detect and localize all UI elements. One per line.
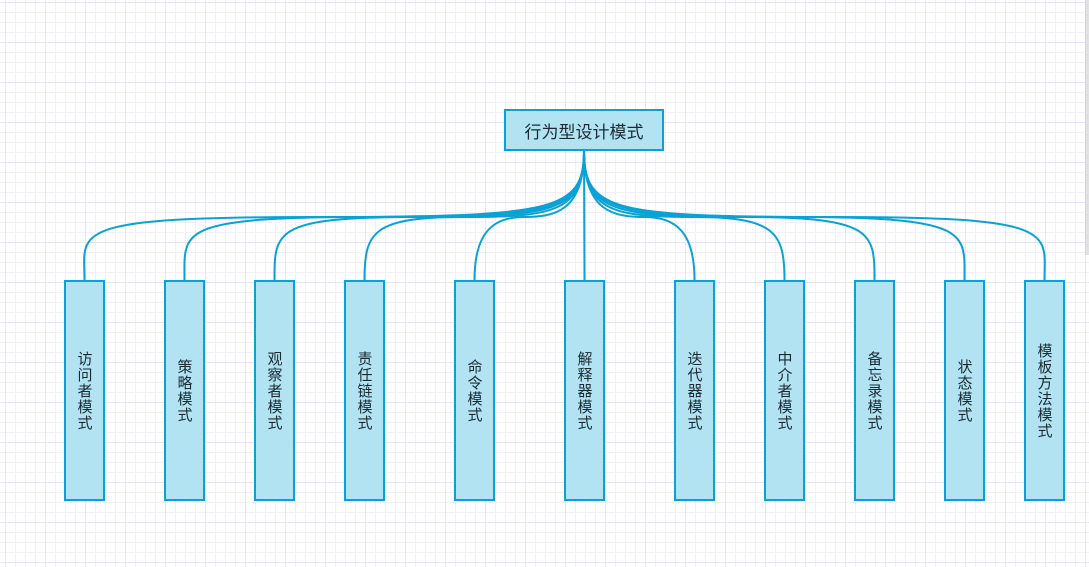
child-node-observer[interactable]: 观察者模式 (254, 280, 295, 501)
child-node-label: 模板方法模式 (1035, 342, 1054, 439)
edge-connector-10 (583, 150, 1046, 281)
child-node-chain-of-responsibility[interactable]: 责任链模式 (344, 280, 385, 501)
edge-connector-2 (273, 150, 585, 281)
child-node-iterator[interactable]: 迭代器模式 (674, 280, 715, 501)
child-node-label: 解释器模式 (575, 350, 594, 431)
child-node-visitor[interactable]: 访问者模式 (64, 280, 105, 501)
child-node-memento[interactable]: 备忘录模式 (854, 280, 895, 501)
child-node-label: 访问者模式 (75, 350, 94, 431)
edge-connector-5 (583, 150, 586, 281)
child-node-label: 中介者模式 (775, 350, 794, 431)
child-node-label: 策略模式 (175, 358, 194, 423)
child-node-mediator[interactable]: 中介者模式 (764, 280, 805, 501)
child-node-label: 状态模式 (955, 358, 974, 423)
root-node-label: 行为型设计模式 (524, 122, 644, 143)
child-node-label: 观察者模式 (265, 350, 284, 431)
child-node-template-method[interactable]: 模板方法模式 (1024, 280, 1065, 501)
child-node-state[interactable]: 状态模式 (944, 280, 985, 501)
edge-connector-3 (363, 150, 585, 281)
child-node-label: 责任链模式 (355, 350, 374, 431)
edge-connector-4 (473, 150, 585, 281)
child-node-label: 备忘录模式 (865, 350, 884, 431)
child-node-strategy[interactable]: 策略模式 (164, 280, 205, 501)
vertical-scrollbar[interactable] (1085, 0, 1089, 255)
child-node-label: 迭代器模式 (685, 350, 704, 431)
child-node-command[interactable]: 命令模式 (454, 280, 495, 501)
child-node-label: 命令模式 (465, 358, 484, 423)
root-node[interactable]: 行为型设计模式 (504, 109, 664, 151)
child-node-interpreter[interactable]: 解释器模式 (564, 280, 605, 501)
